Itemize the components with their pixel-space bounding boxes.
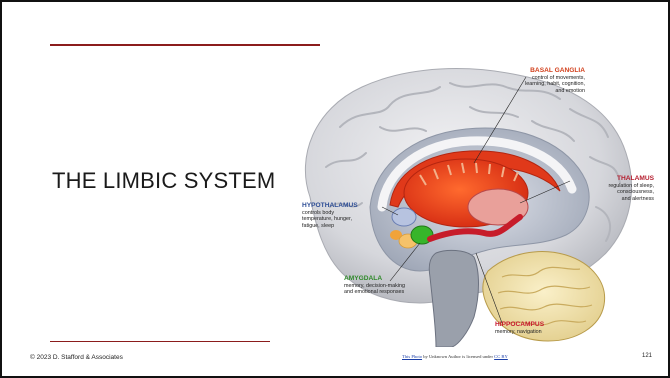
thalamus-description: regulation of sleep, consciousness, and … [570,183,654,202]
footer-copyright: © 2023 D. Stafford & Associates [30,354,123,361]
license-link[interactable]: CC BY [494,354,508,359]
title-divider-bottom [50,341,270,342]
hypothalamus-shape [392,208,416,226]
hippocampus-description: memory, navigation [495,329,605,335]
footer-attribution: This Photo by Unknown Author is licensed… [402,354,508,359]
attribution-text: by Unknown Author is licensed under [422,354,494,359]
brainstem-shape [429,250,478,347]
limbic-system-illustration: BASAL GANGLIA control of movements, lear… [270,57,656,347]
amygdala-heading: AMYGDALA [344,275,454,283]
basal-ganglia-description: control of movements, learning, habit, c… [470,75,585,94]
slide-number: 121 [642,353,652,359]
photo-attribution-link[interactable]: This Photo [402,354,422,359]
label-amygdala: AMYGDALA memory, decision-making and emo… [344,275,454,296]
title-divider-top [50,44,320,46]
thalamus-heading: THALAMUS [570,175,654,183]
label-thalamus: THALAMUS regulation of sleep, consciousn… [570,175,654,202]
hippocampus-heading: HIPPOCAMPUS [495,321,605,329]
hypothalamus-description: controls body temperature, hunger, fatig… [302,210,387,229]
label-hypothalamus: HYPOTHALAMUS controls body temperature, … [302,202,387,229]
slide-title[interactable]: THE LIMBIC SYSTEM [52,168,282,193]
amygdala-description: memory, decision-making and emotional re… [344,283,454,296]
hypothalamus-heading: HYPOTHALAMUS [302,202,387,210]
label-hippocampus: HIPPOCAMPUS memory, navigation [495,321,605,335]
label-basal-ganglia: BASAL GANGLIA control of movements, lear… [470,67,585,94]
basal-ganglia-heading: BASAL GANGLIA [470,67,585,75]
